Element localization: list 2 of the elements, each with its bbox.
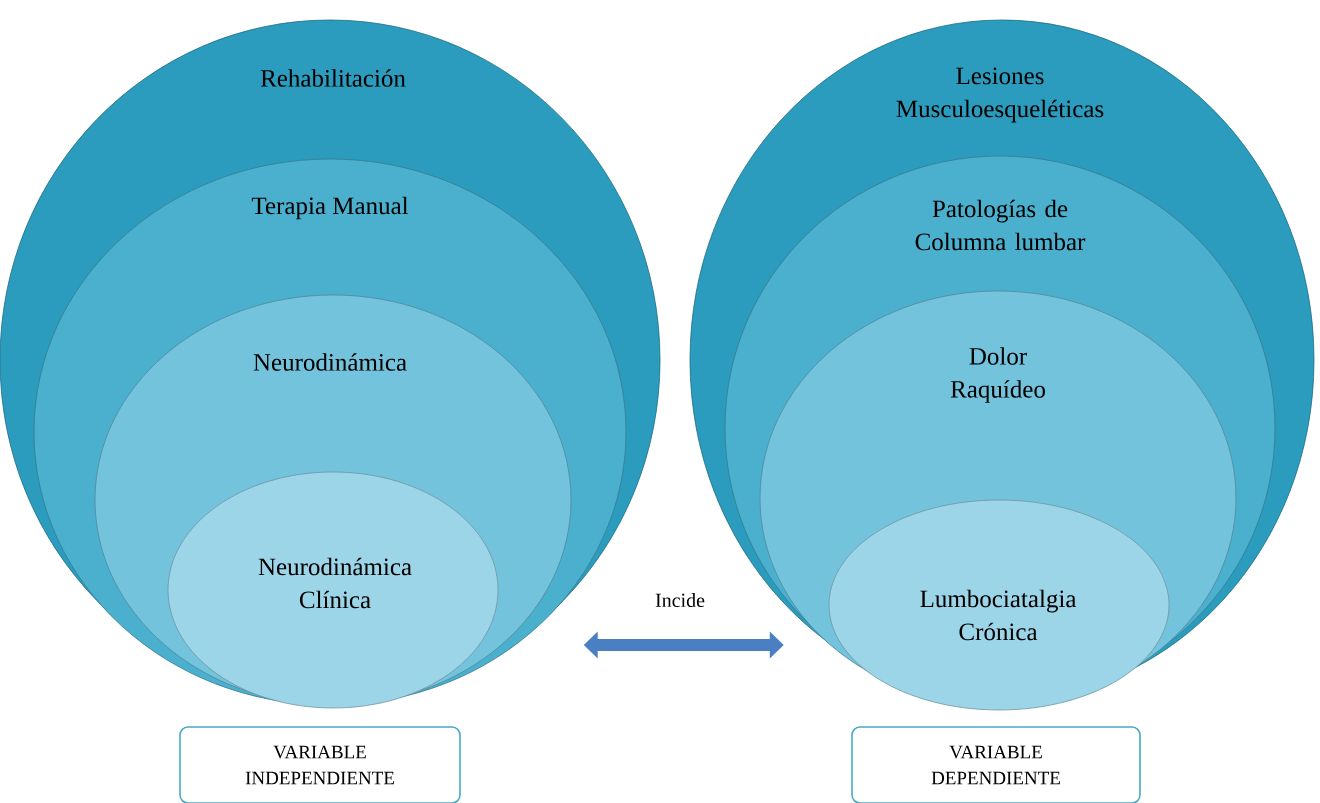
label-box: VARIABLE INDEPENDIENTE	[179, 726, 461, 803]
label-box: VARIABLE DEPENDIENTE	[851, 726, 1141, 803]
